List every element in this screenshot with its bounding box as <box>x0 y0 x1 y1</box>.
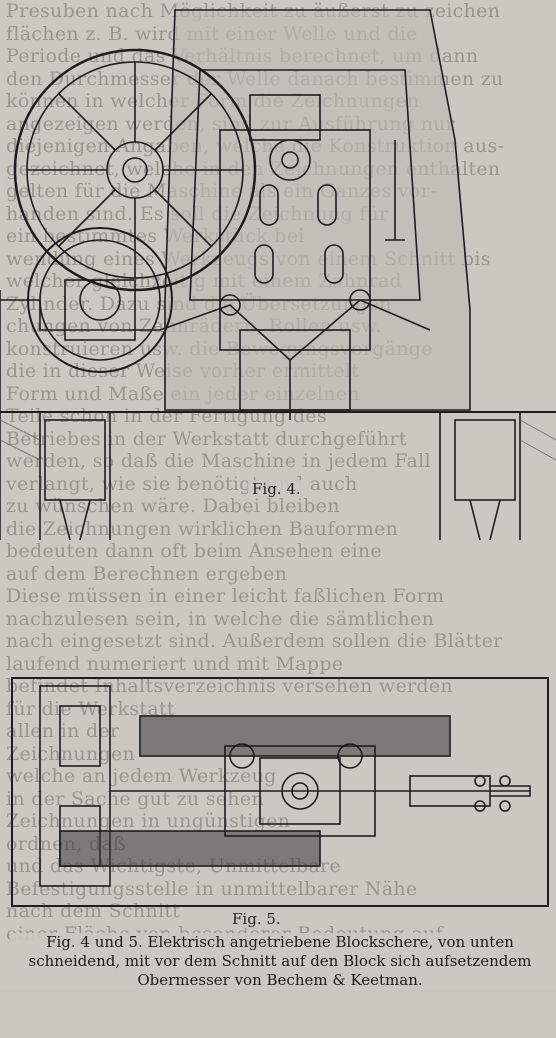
background-text-line: in der Sache gut zu sehen <box>6 787 264 810</box>
background-text-line: werden, so daß die Maschine in jedem Fal… <box>6 450 431 472</box>
background-text-line: Zeichnungen in ungünstigen <box>6 810 291 832</box>
figure-5-label: Fig. 5. <box>228 910 285 928</box>
background-text-line: nachzulesen sein, in welche die sämtlich… <box>6 607 435 630</box>
background-text-line: Zeichnungen <box>6 742 136 765</box>
figure-5-drawing: Fig. 5. <box>10 676 550 1038</box>
background-text-line: allen in der <box>6 720 120 742</box>
figure-caption: Fig. 4 und 5. Elektrisch angetriebene Bl… <box>10 933 550 990</box>
background-text-line: bedeuten dann oft beim Ansehen eine <box>6 540 382 562</box>
background-text-line: nach eingesetzt sind. Außerdem sollen di… <box>6 630 503 652</box>
background-text-line: Diese müssen in einer leicht faßlichen F… <box>6 585 445 607</box>
background-text-line: die Zeichnungen wirklichen Bauformen <box>6 517 399 540</box>
background-text-line: auf dem Berechnen ergeben <box>6 562 288 585</box>
background-text-line: laufend numeriert und mit Mappe <box>6 652 344 675</box>
background-text-line: Betriebes in der Werkstatt durchgeführt <box>6 427 407 450</box>
background-text-line: für die Werkstatt <box>6 697 175 720</box>
figure-5-svg <box>11 677 549 907</box>
figure-4-svg <box>0 9 556 540</box>
figure-4-drawing: Fig. 4. <box>0 9 556 540</box>
background-text-line: Befestigungsstelle in unmittelbarer Nähe <box>6 877 418 900</box>
figure-4-label: Fig. 4. <box>248 480 305 498</box>
background-text-line: befindet Inhaltsverzeichnis versehen wer… <box>6 675 453 697</box>
book-page: Presuben nach Möglichkeit zu äußerst zu … <box>0 0 556 990</box>
background-text-line: welche an jedem Werkzeug <box>6 765 277 787</box>
